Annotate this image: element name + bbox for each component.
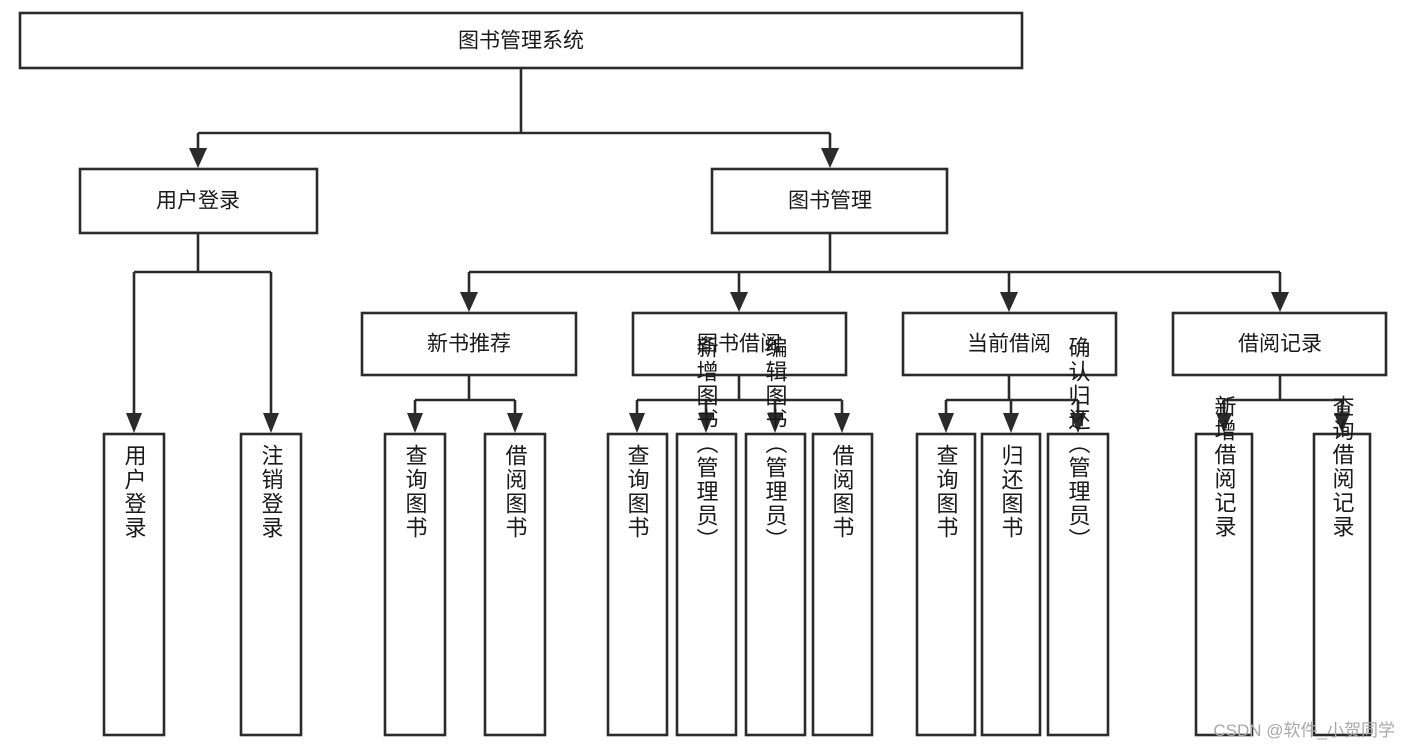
arrow-head-book-borrow [730,292,748,312]
leaf-logout-login-label: 注销登录 [259,444,284,540]
leaf-query-book-3-label: 查询图书 [934,444,959,540]
arrow-head-leaf-add-book [698,413,714,433]
leaf-node-logout-login[interactable]: 注销登录 [239,432,303,737]
node-user-login-label: 用户登录 [156,190,240,213]
leaf-query-book-2-box[interactable] [606,432,669,737]
leaf-borrow-book-2-box[interactable] [811,432,874,737]
node-book-management-label: 图书管理 [788,190,872,213]
node-new-book-recommend-label: 新书推荐 [427,333,511,356]
leaf-borrow-book-1-box[interactable] [483,432,547,737]
leaf-node-borrow-book-1[interactable]: 借阅图书 [483,432,547,737]
leaf-return-book-label: 归还图书 [999,444,1024,540]
leaf-query-book-1-box[interactable] [383,432,447,737]
node-book-management-box[interactable] [710,167,949,235]
leaf-confirm-return-box[interactable] [1046,432,1110,737]
node-root-label: 图书管理系统 [458,30,584,53]
arrow-head-leaf-borrow-book-2 [834,413,850,433]
leaf-node-confirm-return[interactable]: 确认归还（管理员） [1046,336,1110,737]
leaf-query-record-label: 查询借阅记录 [1330,395,1355,539]
leaf-borrow-book-2-label: 借阅图书 [830,444,855,540]
node-new-book-recommend-box[interactable] [360,311,578,377]
arrow-head-leaf-borrow-book-1 [507,413,523,433]
arrow-head-new-book [460,292,478,312]
node-user-login[interactable]: 用户登录 [78,167,319,235]
connector-group [126,68,1350,433]
leaf-add-record-box[interactable] [1194,432,1254,737]
leaf-edit-book-box[interactable] [744,432,807,737]
arrow-head-leaf-logout-login [263,413,279,433]
node-root-box[interactable] [18,11,1024,70]
arrow-head-book-management [821,148,839,168]
leaf-user-login-box[interactable] [102,432,166,737]
leaf-node-query-book-1[interactable]: 查询图书 [383,432,447,737]
node-current-borrow-label: 当前借阅 [967,333,1051,356]
node-borrow-record-label: 借阅记录 [1238,333,1322,356]
arrow-head-leaf-edit-book [767,413,783,433]
arrow-head-leaf-query-record [1334,413,1350,433]
node-book-management[interactable]: 图书管理 [710,167,949,235]
leaf-node-query-record[interactable]: 查询借阅记录 [1312,395,1372,737]
leaf-logout-login-box[interactable] [239,432,303,737]
leaf-query-book-3-box[interactable] [915,432,977,737]
arrow-head-current-borrow [1000,292,1018,312]
leaf-query-record-box[interactable] [1312,432,1372,737]
leaf-node-query-book-2[interactable]: 查询图书 [606,432,669,737]
node-new-book-recommend[interactable]: 新书推荐 [360,311,578,377]
leaf-query-book-1-label: 查询图书 [403,444,428,540]
leaf-query-book-2-label: 查询图书 [625,444,650,540]
arrow-head-borrow-record [1271,292,1289,312]
leaf-node-edit-book[interactable]: 编辑图书（管理员） [744,336,807,737]
arrow-head-leaf-query-book-3 [938,413,954,433]
leaf-confirm-return-label: 确认归还（管理员） [1066,336,1091,552]
leaf-node-query-book-3[interactable]: 查询图书 [915,432,977,737]
arrow-head-leaf-add-record [1216,413,1232,433]
leaf-node-borrow-book-2[interactable]: 借阅图书 [811,432,874,737]
arrow-head-user-login [189,148,207,168]
leaf-borrow-book-1-label: 借阅图书 [503,444,528,540]
leaf-return-book-box[interactable] [980,432,1042,737]
node-current-borrow-box[interactable] [901,311,1118,377]
node-book-borrow-label: 图书借阅 [697,333,781,356]
node-borrow-record[interactable]: 借阅记录 [1171,311,1388,377]
leaf-add-record-label: 新增借阅记录 [1212,395,1237,539]
leaf-add-book-box[interactable] [675,432,738,737]
node-current-borrow[interactable]: 当前借阅 [901,311,1118,377]
leaf-edit-book-label: 编辑图书（管理员） [763,336,788,552]
leaf-node-add-book[interactable]: 新增图书（管理员） [675,336,738,737]
leaf-node-return-book[interactable]: 归还图书 [980,432,1042,737]
arrow-head-leaf-query-book-2 [629,413,645,433]
node-book-borrow[interactable]: 图书借阅 [631,311,848,377]
node-book-borrow-box[interactable] [631,311,848,377]
node-root[interactable]: 图书管理系统 [18,11,1024,70]
arrow-head-leaf-query-book-1 [407,413,423,433]
node-user-login-box[interactable] [78,167,319,235]
leaf-node-add-record[interactable]: 新增借阅记录 [1194,395,1254,737]
leaf-node-user-login[interactable]: 用户登录 [102,432,166,737]
arrow-head-leaf-confirm-return [1070,413,1086,433]
leaf-user-login-label: 用户登录 [122,444,147,540]
leaf-add-book-label: 新增图书（管理员） [694,336,719,552]
node-borrow-record-box[interactable] [1171,311,1388,377]
arrow-head-leaf-user-login [126,413,142,433]
arrow-head-leaf-return-book [1003,413,1019,433]
